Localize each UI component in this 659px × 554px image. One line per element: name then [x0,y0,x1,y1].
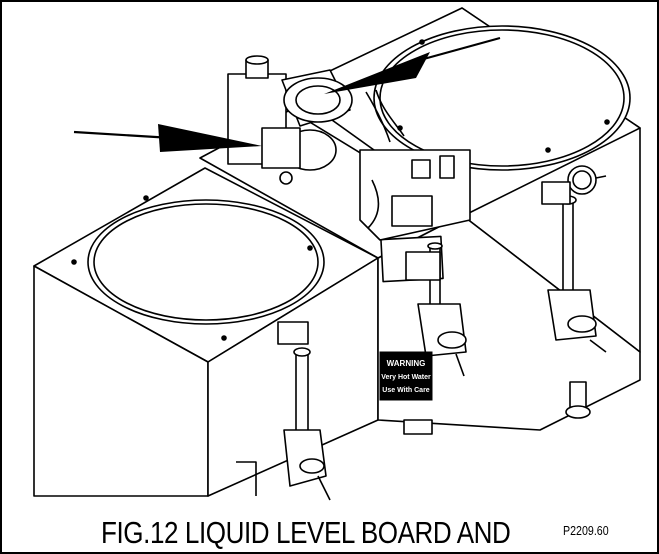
faucets [236,289,607,501]
part-code: P2209.60 [563,523,609,538]
left-urn [33,167,379,497]
warning-decal-line1: WARNING [387,359,426,368]
urn-leg [565,381,591,419]
motor-housing [283,77,353,123]
left-pointer-arrow [73,130,173,140]
left-arrowhead [158,124,262,152]
main-warning-decal: WARNING Very Hot Water Use With Care [379,351,433,401]
temperature-gauge [567,165,607,195]
figure-caption: FIG.12 LIQUID LEVEL BOARD AND [101,515,511,550]
valve-motor-assembly [227,55,353,185]
left-urn-lid-ring [87,199,325,325]
liquid-level-board [359,89,471,241]
pointer-arrows [73,36,501,152]
right-pointer-arrow [419,36,501,62]
right-urn-lid-ring [373,25,631,171]
warning-labels [277,181,571,435]
warning-decal-line3: Use With Care [382,387,430,394]
warning-decal-line2: Very Hot Water [381,374,431,381]
right-urn [289,7,641,353]
right-arrowhead [324,52,430,94]
